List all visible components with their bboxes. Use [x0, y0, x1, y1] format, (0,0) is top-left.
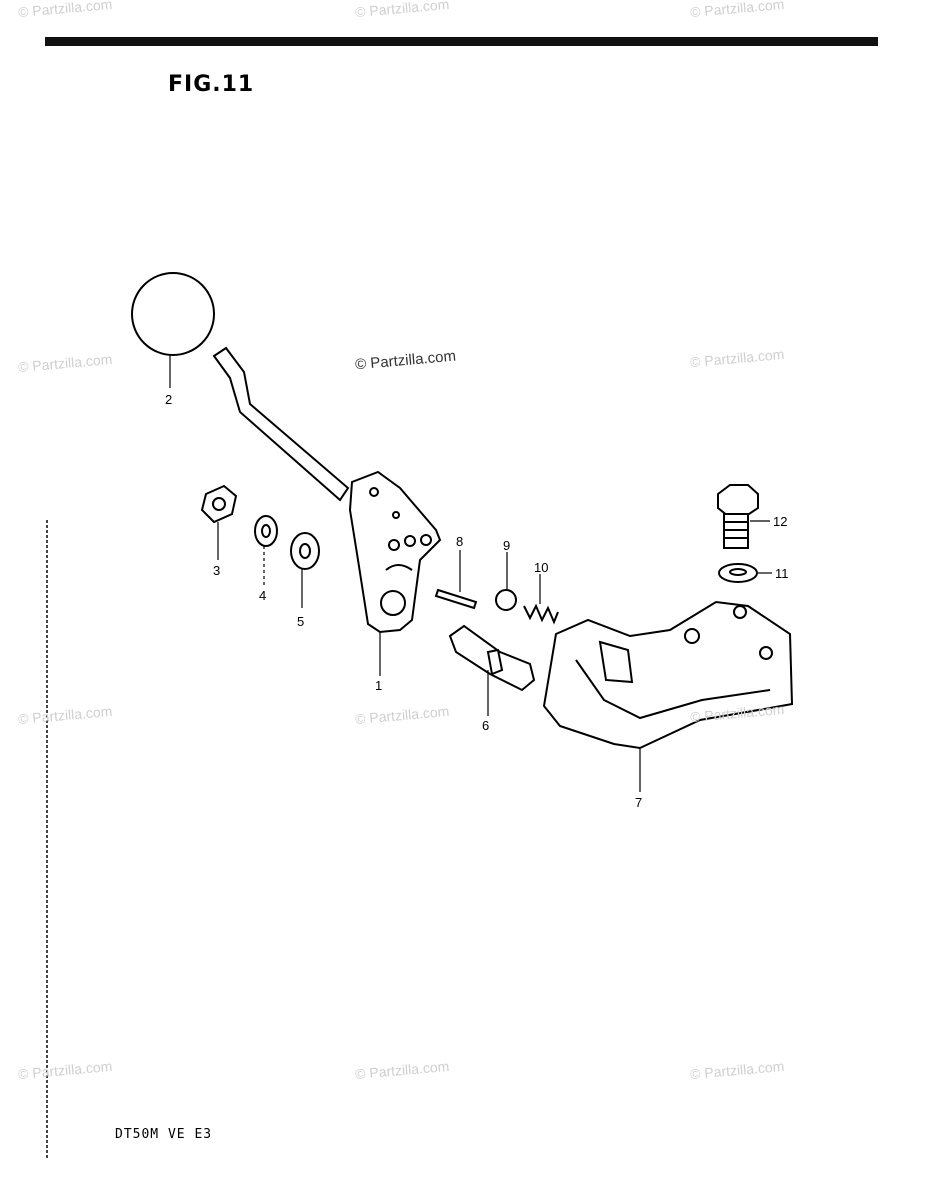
part-10-spring: [523, 603, 559, 625]
callout-10: 10: [534, 560, 549, 575]
callout-8: 8: [456, 534, 464, 549]
part-5-washer: [290, 532, 320, 570]
figure-title: FIG.11: [168, 72, 255, 97]
model-code: DT50M VE E3: [115, 1127, 213, 1142]
callout-11: 11: [775, 566, 789, 581]
part-12-bolt: [717, 484, 759, 549]
callout-5: 5: [297, 614, 305, 629]
part-7-bracket: [542, 600, 794, 750]
callout-12: 12: [773, 514, 788, 529]
part-4-lock-washer: [254, 515, 278, 547]
part-11-washer: [718, 563, 758, 583]
callout-7: 7: [635, 795, 643, 810]
part-9-ball: [495, 589, 517, 611]
callout-1: 1: [375, 678, 383, 693]
callout-9: 9: [503, 538, 511, 553]
part-6-stud-bolt: [448, 624, 536, 692]
part-2-knob: [131, 272, 215, 356]
callout-4: 4: [259, 588, 267, 603]
callout-2: 2: [165, 392, 173, 407]
leader-lines: [169, 355, 772, 792]
part-1-shift-lever: [212, 346, 442, 634]
top-border-bar: [45, 37, 878, 46]
part-3-nut: [200, 484, 238, 524]
callout-6: 6: [482, 718, 490, 733]
part-8-pin: [434, 588, 478, 610]
callout-3: 3: [213, 563, 221, 578]
